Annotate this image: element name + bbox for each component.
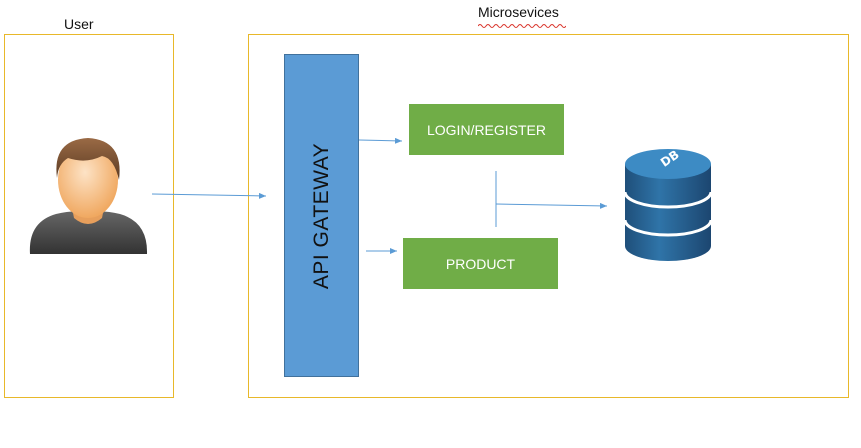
login-register-service: LOGIN/REGISTER bbox=[409, 104, 564, 155]
gateway-to-login-arrow bbox=[358, 137, 403, 144]
product-service: PRODUCT bbox=[403, 238, 558, 289]
user-to-gateway-arrow bbox=[151, 192, 267, 199]
spellcheck-underline bbox=[478, 24, 566, 28]
user-frame bbox=[4, 34, 174, 398]
microservices-frame bbox=[248, 34, 849, 398]
microservices-label: Microsevices bbox=[478, 4, 559, 20]
api-gateway: API GATEWAY bbox=[284, 54, 359, 377]
services-to-db-arrow bbox=[495, 202, 608, 209]
user-label: User bbox=[64, 16, 94, 32]
